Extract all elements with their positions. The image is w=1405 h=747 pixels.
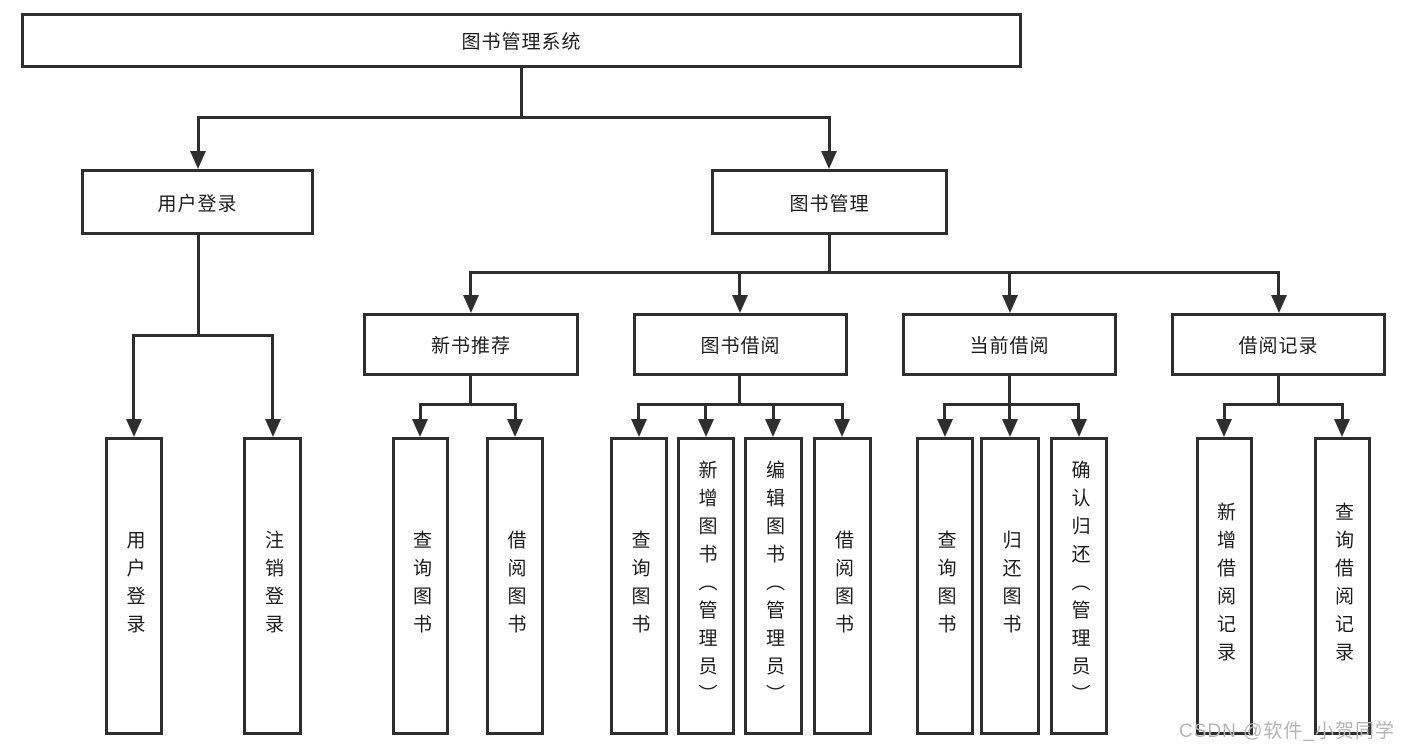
connector-line bbox=[841, 403, 844, 421]
leaf-query-book-borrow: 查询图书 bbox=[610, 437, 668, 735]
node-label: 用户登录 bbox=[157, 193, 238, 215]
connector-line bbox=[772, 403, 775, 421]
leaf-confirm-return-admin: 确认归还（管理员） bbox=[1050, 437, 1108, 735]
connector-line bbox=[704, 403, 707, 421]
arrow-down-icon bbox=[507, 419, 523, 437]
connector-line bbox=[1077, 403, 1080, 421]
leaf-logout: 注销登录 bbox=[243, 437, 302, 735]
node-label: 图书借阅 bbox=[700, 336, 781, 357]
node-label: 归还图书 bbox=[999, 530, 1021, 642]
connector-line bbox=[271, 334, 274, 422]
connector-line bbox=[943, 403, 946, 421]
arrow-down-icon bbox=[190, 151, 206, 169]
node-label: 查询图书 bbox=[410, 530, 431, 642]
leaf-add-book-admin: 新增图书（管理员） bbox=[677, 437, 735, 735]
node-label: 查询图书 bbox=[628, 530, 650, 642]
node-label: 借阅图书 bbox=[832, 530, 853, 642]
connector-line bbox=[132, 334, 274, 337]
leaf-borrow-book: 借阅图书 bbox=[813, 437, 872, 735]
node-label: 用户登录 bbox=[123, 530, 145, 642]
connector-line bbox=[637, 403, 640, 421]
connector-line bbox=[469, 271, 1280, 274]
node-label: 确认归还（管理员） bbox=[1068, 460, 1090, 712]
node-label: 注销登录 bbox=[262, 530, 283, 642]
connector-line bbox=[1277, 374, 1280, 406]
node-current-borrow: 当前借阅 bbox=[902, 313, 1117, 376]
leaf-edit-book-admin: 编辑图书（管理员） bbox=[744, 437, 803, 735]
node-label: 图书管理 bbox=[789, 193, 870, 215]
arrow-down-icon bbox=[698, 419, 714, 437]
node-new-book-recommend: 新书推荐 bbox=[363, 313, 579, 376]
leaf-query-book-current: 查询图书 bbox=[916, 437, 974, 735]
connector-line bbox=[738, 374, 741, 406]
arrow-down-icon bbox=[1002, 295, 1018, 313]
leaf-add-borrow-record: 新增借阅记录 bbox=[1196, 437, 1253, 735]
arrow-down-icon bbox=[126, 419, 142, 437]
connector-line bbox=[1223, 403, 1226, 421]
node-book-management: 图书管理 bbox=[711, 169, 948, 235]
leaf-query-book-recommend: 查询图书 bbox=[392, 437, 449, 735]
connector-line bbox=[1277, 271, 1280, 297]
connector-line bbox=[520, 66, 523, 119]
connector-line bbox=[828, 233, 831, 274]
watermark-text: CSDN @软件_小贺同学 bbox=[1179, 721, 1395, 742]
arrow-down-icon bbox=[631, 419, 647, 437]
arrow-down-icon bbox=[1216, 419, 1232, 437]
arrow-down-icon bbox=[937, 419, 953, 437]
connector-line bbox=[1008, 403, 1011, 421]
connector-line bbox=[197, 116, 200, 154]
connector-line bbox=[419, 403, 517, 406]
node-label: 新增图书（管理员） bbox=[695, 460, 717, 712]
connector-line bbox=[828, 116, 831, 154]
arrow-down-icon bbox=[821, 151, 837, 169]
arrow-down-icon bbox=[765, 419, 781, 437]
arrow-down-icon bbox=[463, 295, 479, 313]
arrow-down-icon bbox=[1071, 419, 1087, 437]
leaf-return-book: 归还图书 bbox=[980, 437, 1040, 735]
connector-line bbox=[738, 271, 741, 297]
connector-line bbox=[469, 374, 472, 406]
connector-line bbox=[943, 403, 1080, 406]
connector-line bbox=[197, 116, 831, 119]
leaf-borrow-book-recommend: 借阅图书 bbox=[486, 437, 544, 735]
node-label: 新书推荐 bbox=[430, 336, 511, 357]
connector-line bbox=[197, 233, 200, 337]
connector-line bbox=[469, 271, 472, 297]
connector-line bbox=[514, 403, 517, 421]
node-label: 编辑图书（管理员） bbox=[763, 460, 784, 712]
connector-line bbox=[637, 403, 844, 406]
arrow-down-icon bbox=[834, 419, 850, 437]
arrow-down-icon bbox=[265, 419, 281, 437]
connector-line bbox=[419, 403, 422, 421]
arrow-down-icon bbox=[1271, 295, 1287, 313]
node-user-login: 用户登录 bbox=[81, 169, 314, 235]
connector-line bbox=[1341, 403, 1344, 421]
node-borrow-records: 借阅记录 bbox=[1171, 313, 1386, 376]
arrow-down-icon bbox=[412, 419, 428, 437]
node-label: 新增借阅记录 bbox=[1214, 502, 1235, 670]
connector-line bbox=[1008, 374, 1011, 406]
arrow-down-icon bbox=[1334, 419, 1350, 437]
connector-line bbox=[1008, 271, 1011, 297]
node-book-borrow: 图书借阅 bbox=[633, 313, 848, 376]
leaf-query-borrow-record: 查询借阅记录 bbox=[1314, 437, 1371, 735]
connector-line bbox=[1223, 403, 1344, 406]
connector-line bbox=[132, 334, 135, 422]
node-root: 图书管理系统 bbox=[21, 13, 1022, 68]
node-label: 当前借阅 bbox=[969, 336, 1050, 357]
node-label: 借阅记录 bbox=[1238, 336, 1319, 357]
node-label: 查询借阅记录 bbox=[1332, 502, 1353, 670]
leaf-user-login: 用户登录 bbox=[105, 437, 163, 735]
arrow-down-icon bbox=[732, 295, 748, 313]
node-label: 查询图书 bbox=[934, 530, 956, 642]
arrow-down-icon bbox=[1002, 419, 1018, 437]
node-label: 借阅图书 bbox=[504, 530, 526, 642]
node-label: 图书管理系统 bbox=[461, 32, 582, 53]
